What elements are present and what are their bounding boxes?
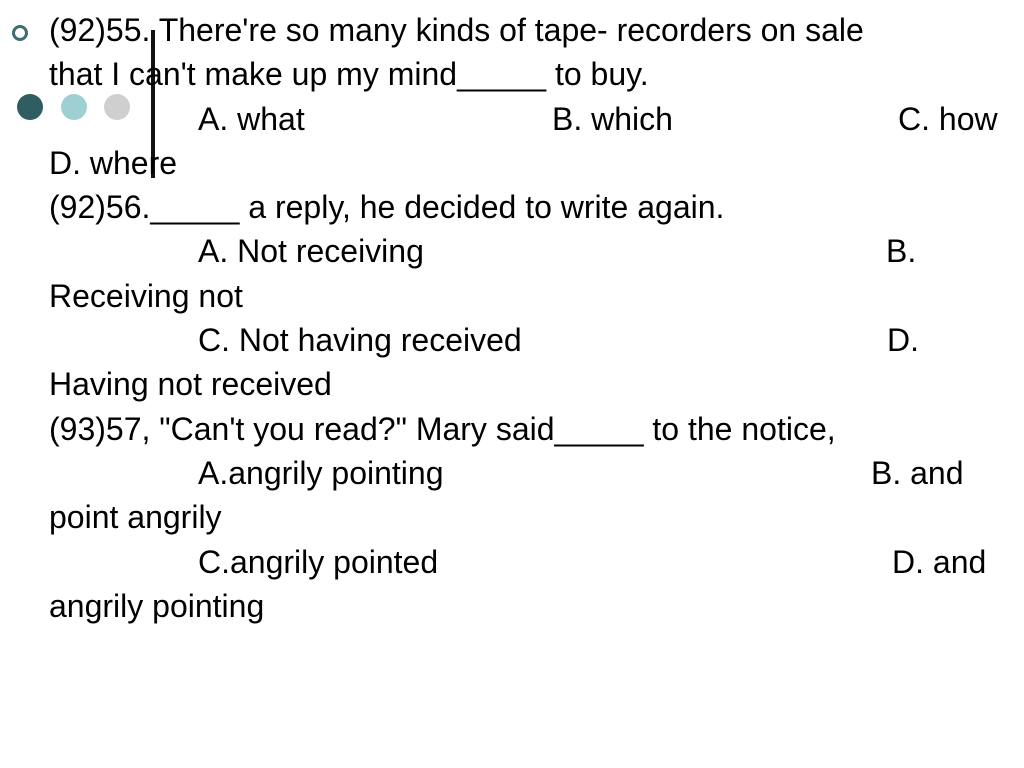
question-56-stem-line: (92)56._____ a reply, he decided to writ… — [49, 185, 1024, 229]
question-57-option-a: A.angrily pointing — [198, 454, 444, 491]
slide-body-text: (92)55. There're so many kinds of tape- … — [49, 8, 1024, 628]
question-57-options-row-4: angrily pointing — [49, 584, 1024, 628]
question-57-stem-line: (93)57, "Can't you read?" Mary said_____… — [49, 407, 1024, 451]
question-56-options-row-2: Receiving not — [49, 274, 1024, 318]
question-57-options-row-1: A.angrily pointing B. and — [49, 451, 1024, 495]
decorative-dot-dark — [17, 94, 43, 120]
question-55-option-c: C. how — [898, 100, 998, 137]
question-57-options-row-3: C.angrily pointed D. and — [49, 540, 1024, 584]
question-57-option-b-label: B. and — [871, 454, 964, 491]
question-56-option-b-label: B. — [886, 233, 917, 270]
question-57-option-b-text: point angrily — [49, 499, 222, 536]
question-55-option-d: D. where — [49, 144, 178, 181]
question-56-stem: (92)56._____ a reply, he decided to writ… — [49, 189, 725, 226]
question-55-stem-line-1: (92)55. There're so many kinds of tape- … — [49, 8, 1024, 52]
decorative-dot-grey — [104, 94, 130, 120]
decorative-dot-light — [61, 94, 87, 120]
question-57-option-d-label: D. and — [892, 543, 987, 580]
question-55-option-a: A. what — [198, 100, 305, 137]
question-55-option-b: B. which — [552, 100, 673, 137]
bullet-ring-icon — [12, 25, 28, 41]
question-56-options-row-3: C. Not having received D. — [49, 318, 1024, 362]
question-55-options-row-2: D. where — [49, 141, 1024, 185]
question-56-options-row-1: A. Not receiving B. — [49, 229, 1024, 273]
decorative-vertical-bar — [151, 30, 155, 178]
question-55-options-row: A. what B. which C. how — [49, 97, 1024, 141]
question-56-option-d-label: D. — [887, 322, 919, 359]
question-57-options-row-2: point angrily — [49, 495, 1024, 539]
question-57-option-d-text: angrily pointing — [49, 587, 265, 624]
question-55-stem-part-2: that I can't make up my mind_____ to buy… — [49, 56, 649, 93]
question-57-stem: (93)57, "Can't you read?" Mary said_____… — [49, 410, 836, 447]
question-56-option-b-text: Receiving not — [49, 277, 243, 314]
question-57-option-c: C.angrily pointed — [198, 543, 439, 580]
question-56-option-c: C. Not having received — [198, 322, 522, 359]
question-55-stem-line-2: that I can't make up my mind_____ to buy… — [49, 52, 1024, 96]
question-56-option-a: A. Not receiving — [198, 233, 424, 270]
question-55-stem-part-1: (92)55. There're so many kinds of tape- … — [49, 12, 864, 48]
question-56-option-d-text: Having not received — [49, 366, 332, 403]
question-56-options-row-4: Having not received — [49, 362, 1024, 406]
